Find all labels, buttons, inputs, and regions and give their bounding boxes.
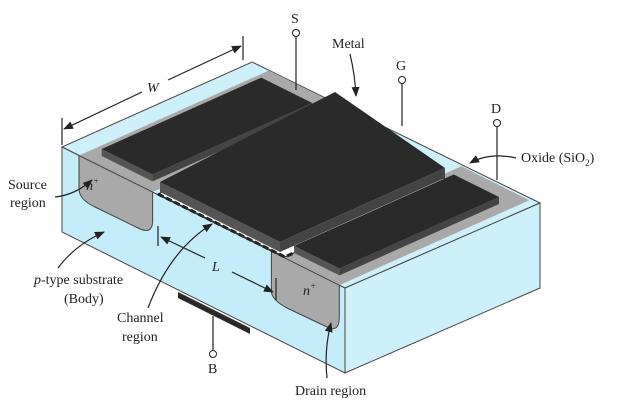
length-label: L: [211, 260, 220, 275]
body-terminal-label: B: [208, 362, 217, 377]
source-metal-side: [101, 149, 153, 182]
channel-region-label-1: Channel: [117, 311, 164, 326]
source-region-label-1: Source: [8, 178, 47, 193]
drain-n-plus-label: n+: [303, 281, 316, 299]
source-terminal-label: S: [291, 12, 299, 27]
body-metal-contact: [178, 292, 250, 334]
source-terminal: [292, 29, 300, 37]
gate-terminal-label: G: [396, 59, 406, 74]
substrate-label: p-type substrate: [33, 273, 123, 288]
drain-metal-contact: [294, 174, 499, 269]
drain-region-label: Drain region: [295, 384, 366, 399]
width-label: W: [147, 81, 160, 96]
channel-region-label-2: region: [122, 330, 158, 345]
source-n-well: [78, 154, 154, 231]
body-label: (Body): [64, 292, 104, 307]
drain-terminal: [493, 119, 501, 127]
gate-metal-contact: [160, 92, 445, 242]
metal-label: Metal: [332, 37, 365, 52]
source-metal-contact: [101, 77, 313, 175]
source-region-label-2: region: [10, 196, 46, 211]
gate-metal-side: [160, 182, 280, 252]
substrate-right-face: [344, 202, 541, 374]
oxide-label: Oxide (SiO2): [521, 151, 595, 168]
drain-terminal-label: D: [491, 102, 501, 117]
gate-terminal: [398, 76, 406, 84]
body-terminal: [209, 350, 217, 358]
